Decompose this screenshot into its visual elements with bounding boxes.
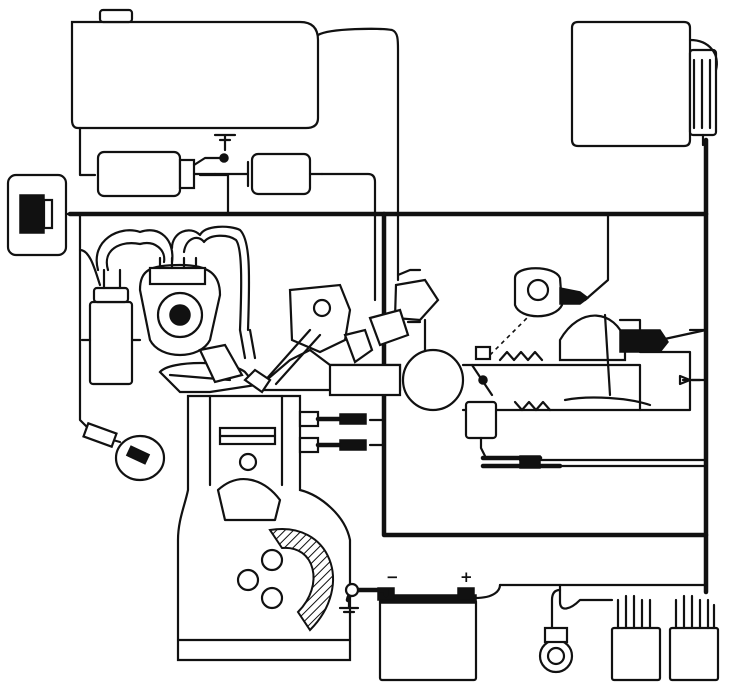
relay-1 xyxy=(558,588,662,682)
fuel-filter xyxy=(213,152,377,302)
ignition-coil xyxy=(80,229,174,386)
battery: − + xyxy=(338,568,478,682)
electronic-control-unit xyxy=(570,20,718,148)
pressure-regulator xyxy=(368,268,440,352)
throttle-valve xyxy=(470,314,531,397)
engine-block xyxy=(176,394,352,662)
airflow-meter xyxy=(558,313,669,407)
fuel-tank xyxy=(70,8,400,282)
crank-sensor xyxy=(82,421,166,482)
sensor-connectors xyxy=(298,410,367,454)
fuel-pump xyxy=(96,133,237,198)
speed-sensor xyxy=(538,588,574,674)
relay-2 xyxy=(668,594,720,682)
idle-valve xyxy=(464,400,708,469)
intake-plenum xyxy=(328,348,702,412)
battery-positive-label: + xyxy=(460,568,473,586)
flywheel-ring-gear xyxy=(236,527,335,632)
battery-negative-label: − xyxy=(386,568,399,586)
distributor xyxy=(138,225,251,357)
control-relay-module xyxy=(6,173,72,257)
air-temp-sensor xyxy=(513,267,590,318)
bellows-boot xyxy=(498,350,552,412)
